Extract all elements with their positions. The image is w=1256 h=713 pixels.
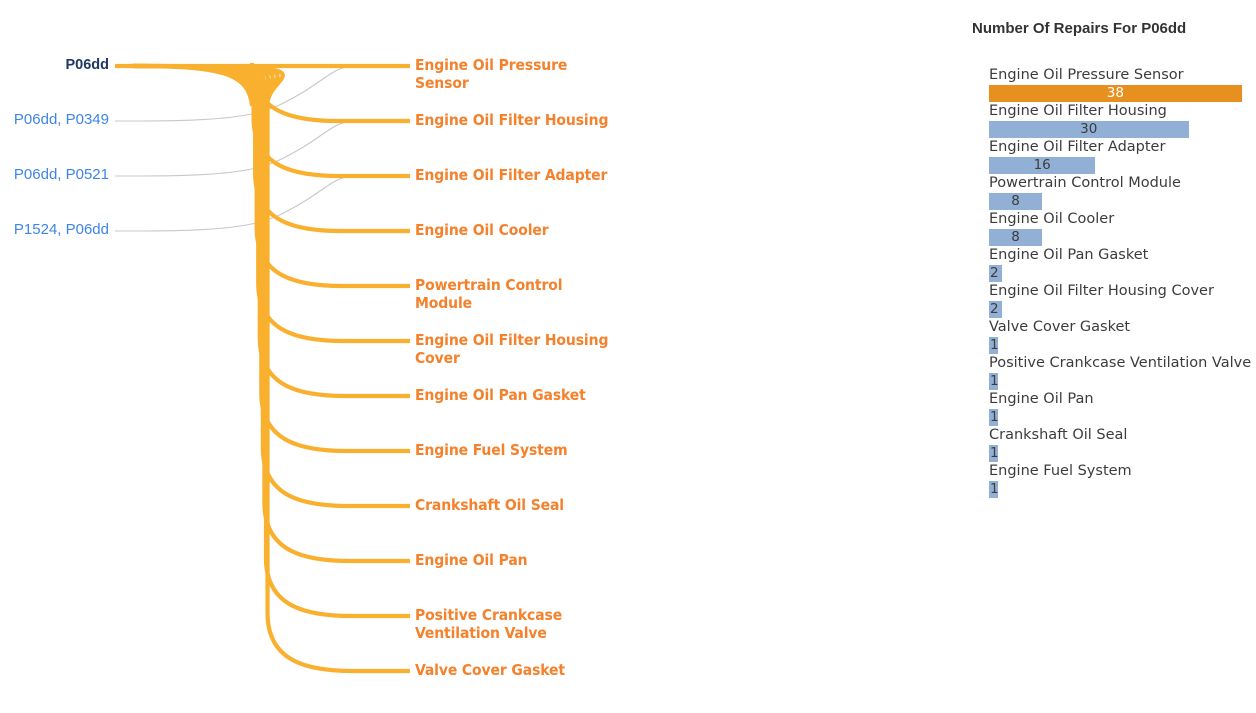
bar[interactable]: 30	[989, 121, 1189, 138]
bar-category-label: Crankshaft Oil Seal	[989, 427, 1128, 443]
bar[interactable]: 1	[989, 445, 999, 462]
bar-row[interactable]: Engine Oil Pan Gasket 2	[989, 246, 1256, 282]
bar-value-label: 8	[1011, 193, 1020, 209]
bar-value-label: 1	[990, 409, 999, 425]
bar-row[interactable]: Valve Cover Gasket 1	[989, 318, 1256, 354]
bar-category-label: Engine Oil Pressure Sensor	[989, 67, 1184, 83]
target-node-label[interactable]: Engine Oil Filter Adapter	[415, 166, 608, 184]
source-node-label[interactable]: P06dd	[65, 57, 109, 73]
bar-category-label: Engine Fuel System	[989, 463, 1132, 479]
bar-track: 2	[989, 265, 1256, 282]
bar-track: 1	[989, 481, 1256, 498]
bar-row[interactable]: Engine Oil Filter Housing 30	[989, 102, 1256, 138]
bar-category-label: Engine Oil Cooler	[989, 211, 1115, 227]
source-node-label[interactable]: P06dd, P0521	[13, 166, 109, 183]
bar-category-label: Engine Oil Filter Housing Cover	[989, 283, 1214, 299]
target-node-label[interactable]: Engine Oil Filter Housing Cover	[415, 331, 609, 367]
sankey-link[interactable]	[130, 63, 395, 564]
target-node-label[interactable]: Engine Oil Pressure Sensor	[415, 56, 568, 92]
bar[interactable]: 2	[989, 301, 1003, 318]
bar-row[interactable]: Engine Oil Pan 1	[989, 390, 1256, 426]
bar-track: 1	[989, 445, 1256, 462]
bar[interactable]: 2	[989, 265, 1003, 282]
bar[interactable]: 1	[989, 373, 999, 390]
sankey-link[interactable]	[130, 63, 395, 674]
bar-track: 1	[989, 373, 1256, 390]
source-node-label[interactable]: P06dd, P0349	[13, 111, 109, 128]
bar-track: 2	[989, 301, 1256, 318]
bar-track: 38	[989, 85, 1256, 102]
bar-track: 16	[989, 157, 1256, 174]
bar-track: 1	[989, 337, 1256, 354]
bar-value-label: 16	[1033, 157, 1051, 173]
bar-track: 8	[989, 193, 1256, 210]
sankey-svg	[115, 62, 410, 674]
bar-category-label: Engine Oil Filter Housing	[989, 103, 1167, 119]
bar[interactable]: 1	[989, 481, 999, 498]
bar-category-label: Engine Oil Pan Gasket	[989, 247, 1149, 263]
bar[interactable]: 16	[989, 157, 1096, 174]
bar[interactable]: 8	[989, 229, 1043, 246]
chart-title: Number Of Repairs For P06dd	[972, 20, 1187, 37]
bar-track: 30	[989, 121, 1256, 138]
target-node-label[interactable]: Powertrain Control Module	[415, 276, 563, 312]
target-node-label[interactable]: Engine Oil Filter Housing	[415, 111, 609, 129]
target-node-label[interactable]: Engine Oil Pan Gasket	[415, 386, 586, 404]
node-tick-group	[115, 63, 410, 674]
bar-track: 8	[989, 229, 1256, 246]
bar-row[interactable]: Engine Oil Filter Housing Cover 2	[989, 282, 1256, 318]
bar-category-label: Engine Oil Pan	[989, 391, 1094, 407]
bar-category-label: Positive Crankcase Ventilation Valve	[989, 355, 1252, 371]
target-node-label[interactable]: Valve Cover Gasket	[415, 661, 565, 679]
bar-value-label: 2	[990, 265, 999, 281]
target-node-label[interactable]: Positive Crankcase Ventilation Valve	[415, 606, 563, 642]
bar-row[interactable]: Powertrain Control Module 8	[989, 174, 1256, 210]
bar-row[interactable]: Engine Fuel System 1	[989, 462, 1256, 498]
bar-value-label: 1	[990, 445, 999, 461]
bar-category-label: Engine Oil Filter Adapter	[989, 139, 1166, 155]
bar-value-label: 2	[990, 301, 999, 317]
source-node-label[interactable]: P1524, P06dd	[13, 221, 109, 238]
bar-value-label: 38	[1106, 85, 1124, 101]
bar[interactable]: 38	[989, 85, 1242, 102]
bar-value-label: 1	[990, 373, 999, 389]
bar[interactable]: 1	[989, 409, 999, 426]
bar-track: 1	[989, 409, 1256, 426]
bar-row[interactable]: Engine Oil Filter Adapter 16	[989, 138, 1256, 174]
bar-value-label: 8	[1011, 229, 1020, 245]
repairs-bar-chart: Number Of Repairs For P06dd Engine Oil P…	[960, 0, 1256, 713]
target-node-label[interactable]: Engine Oil Cooler	[415, 221, 549, 239]
bar-row[interactable]: Positive Crankcase Ventilation Valve 1	[989, 354, 1256, 390]
bar[interactable]: 8	[989, 193, 1043, 210]
primary-link-group	[130, 62, 395, 674]
bar-value-label: 1	[990, 481, 999, 497]
target-node-label[interactable]: Crankshaft Oil Seal	[415, 496, 564, 514]
bar-row[interactable]: Engine Oil Cooler 8	[989, 210, 1256, 246]
bar-row[interactable]: Crankshaft Oil Seal 1	[989, 426, 1256, 462]
bar-value-label: 1	[990, 337, 999, 353]
bar-category-label: Valve Cover Gasket	[989, 319, 1131, 335]
bar[interactable]: 1	[989, 337, 999, 354]
bar-category-label: Powertrain Control Module	[989, 175, 1181, 191]
bar-value-label: 30	[1080, 121, 1098, 137]
target-node-label[interactable]: Engine Oil Pan	[415, 551, 528, 569]
bar-row[interactable]: Engine Oil Pressure Sensor 38	[989, 66, 1256, 102]
target-node-label[interactable]: Engine Fuel System	[415, 441, 568, 459]
